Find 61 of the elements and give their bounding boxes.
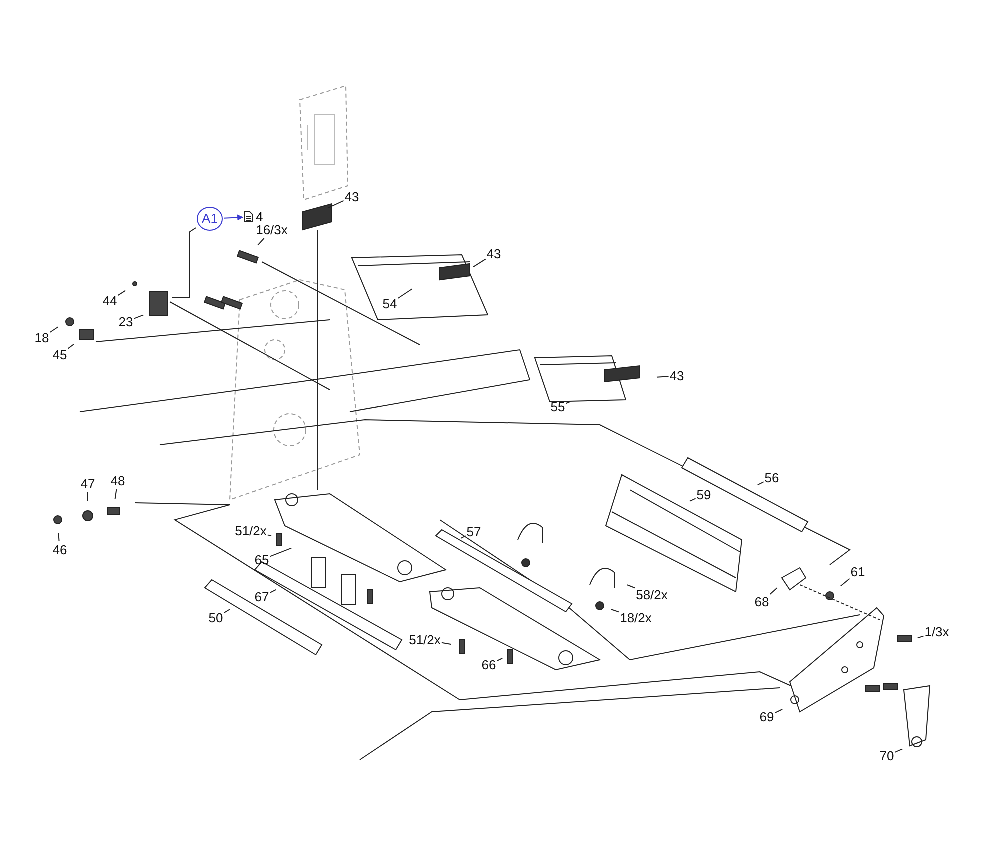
callout-number: 59 xyxy=(696,488,712,502)
leader-line xyxy=(627,584,636,589)
callout-number: 18 xyxy=(34,330,50,346)
leader-line xyxy=(689,498,696,502)
leader-line xyxy=(270,589,277,594)
leader-line xyxy=(770,588,778,595)
leader-line xyxy=(118,290,126,296)
leader-line xyxy=(917,636,924,639)
callout-number: 47 xyxy=(80,476,96,492)
leader-line xyxy=(566,401,572,404)
callout-number: 57 xyxy=(466,524,482,540)
callout-number: 66 xyxy=(482,658,496,672)
callout-number: 50 xyxy=(208,610,224,626)
callout-number: 45 xyxy=(52,348,68,362)
leader-line xyxy=(224,609,231,614)
callout-number: 48 xyxy=(110,474,126,488)
callout-number: 43 xyxy=(486,246,502,262)
leader-line xyxy=(496,658,504,662)
leader-line xyxy=(270,548,292,558)
callout-number: 51/2x xyxy=(235,524,267,538)
leader-line xyxy=(50,326,59,333)
callout-number: 43 xyxy=(344,190,360,204)
callout-number: 55 xyxy=(550,400,566,414)
callout-number: 65 xyxy=(254,552,270,568)
leader-line xyxy=(172,228,196,298)
leader-line xyxy=(656,376,670,378)
leader-line xyxy=(757,482,764,486)
callout-number: 56 xyxy=(764,470,780,486)
callout-number: 69 xyxy=(760,710,774,724)
leader-line xyxy=(441,642,452,645)
callout-number: 58/2x xyxy=(636,588,668,602)
leader-line xyxy=(58,532,60,542)
callout-number: 54 xyxy=(382,296,398,312)
callout-number: 46 xyxy=(52,542,68,558)
callout-number: 1/3x xyxy=(924,624,950,640)
leader-line xyxy=(774,709,784,714)
callout-number: 23 xyxy=(118,314,134,330)
leader-line xyxy=(328,200,344,209)
callout-number: 61 xyxy=(850,564,866,580)
leader-line xyxy=(611,609,620,613)
leader-line xyxy=(134,314,144,320)
leader-line xyxy=(398,288,413,299)
leader-line xyxy=(460,536,466,540)
callout-number: 44 xyxy=(102,294,118,308)
callout-number: 18/2x xyxy=(620,610,652,626)
callout-number: 70 xyxy=(880,748,894,764)
page-number: 4 xyxy=(256,210,264,224)
callout-number: 16/3x xyxy=(256,222,288,238)
arrow xyxy=(224,214,244,221)
leader-line xyxy=(114,489,118,500)
callout-number: 43 xyxy=(670,368,684,384)
callout-number: 68 xyxy=(754,594,770,610)
leader-line xyxy=(840,578,850,587)
leader-line xyxy=(267,534,272,537)
leader-line xyxy=(894,748,904,753)
callout-number: 51/2x xyxy=(409,632,441,648)
leader-line xyxy=(68,344,75,350)
leader-line xyxy=(473,258,486,268)
reference-callout: A1 xyxy=(197,207,223,231)
leader-line xyxy=(258,238,265,246)
callout-number: 67 xyxy=(254,590,270,604)
